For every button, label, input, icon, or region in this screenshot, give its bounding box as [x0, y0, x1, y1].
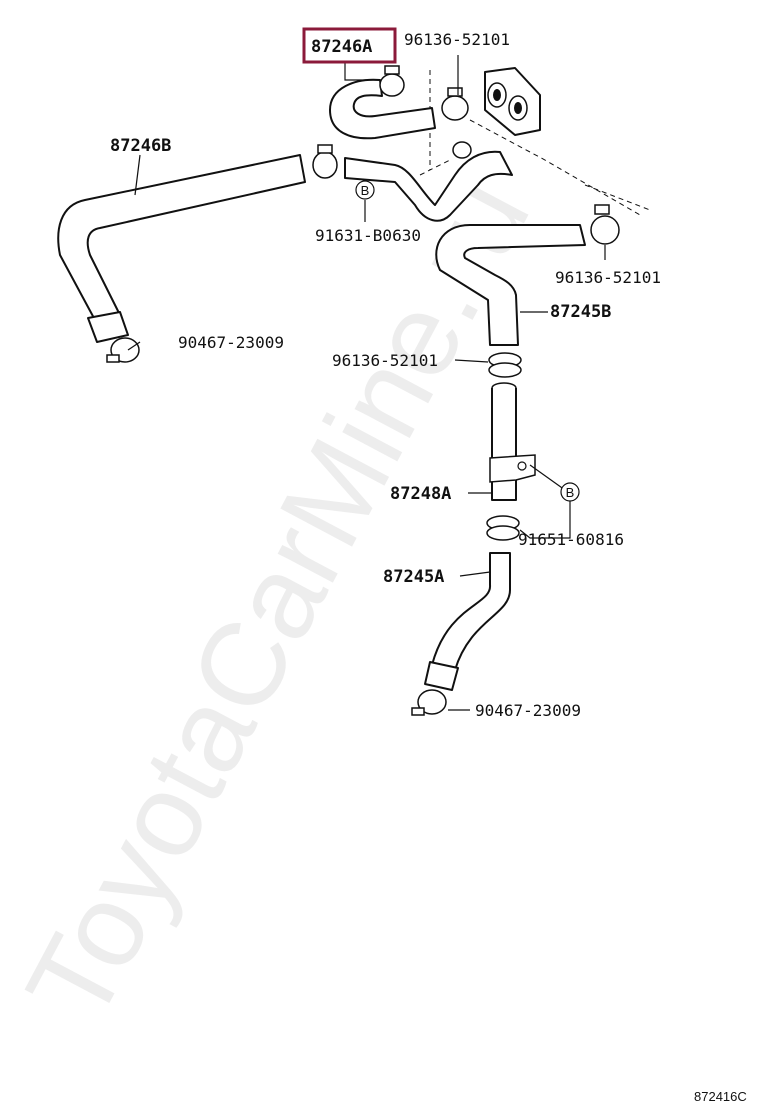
grommet-plate	[484, 67, 541, 136]
part-label-90467-left[interactable]: 90467-23009	[178, 333, 284, 352]
part-label-87248A[interactable]: 87248A	[390, 484, 451, 504]
pipe-87248A	[489, 382, 536, 501]
svg-text:B: B	[361, 183, 370, 198]
part-label-91651[interactable]: 91651-60816	[518, 530, 624, 549]
hose-middle-connector	[344, 141, 513, 222]
hose-87246A	[329, 78, 436, 140]
part-label-87245A[interactable]: 87245A	[383, 567, 444, 587]
part-label-87246B[interactable]: 87246B	[110, 136, 171, 156]
leader-lines	[127, 55, 606, 711]
part-label-96136-top[interactable]: 96136-52101	[404, 30, 510, 49]
clamp-96136-top	[379, 65, 469, 121]
part-label-91631[interactable]: 91631-B0630	[315, 226, 421, 245]
part-label-87245B[interactable]: 87245B	[550, 302, 611, 322]
clamp-below-pipe	[486, 515, 520, 541]
part-label-87246A[interactable]: 87246A	[311, 37, 372, 57]
clamp-90467-left	[106, 337, 140, 363]
clamp-middle	[312, 144, 338, 179]
hose-87245A	[424, 552, 511, 691]
clamp-96136-mid	[488, 352, 522, 378]
marker-b-2: B	[560, 482, 580, 502]
marker-b-1: B	[355, 180, 375, 200]
highlight-box	[302, 27, 397, 64]
part-label-96136-mid[interactable]: 96136-52101	[332, 351, 438, 370]
hose-87245B	[435, 204, 620, 346]
hose-87246B	[57, 154, 306, 343]
part-label-90467-bottom[interactable]: 90467-23009	[475, 701, 581, 720]
clamp-90467-bottom	[411, 689, 447, 716]
part-label-96136-right[interactable]: 96136-52101	[555, 268, 661, 287]
svg-text:B: B	[566, 485, 575, 500]
diagram-ref-code: 872416C	[694, 1089, 747, 1104]
